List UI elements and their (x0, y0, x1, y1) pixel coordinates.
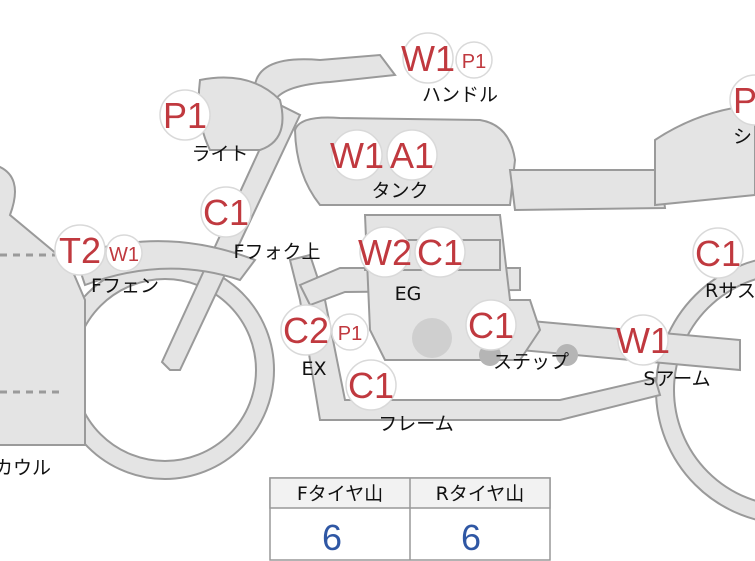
code-badge: P1 (163, 95, 207, 136)
part-label: ライト (191, 143, 248, 165)
part-label: Fフェン (91, 275, 159, 297)
code-badge: C1 (468, 305, 514, 346)
handlebar-shape (253, 53, 397, 102)
code-badge: P1 (462, 51, 486, 73)
code-badge: A1 (390, 135, 434, 176)
part-engine[interactable]: W2 C1 EG (358, 226, 466, 305)
code-badge: C2 (283, 310, 329, 351)
part-handlebar[interactable]: W1 P1 ハンドル (401, 32, 498, 106)
table-header-rear: Rタイヤ山 (436, 483, 525, 505)
table-value-front: 6 (322, 517, 342, 558)
table-value-rear: 6 (461, 517, 481, 558)
tire-tread-table: Fタイヤ山 Rタイヤ山 6 6 (269, 477, 551, 561)
part-label: EG (395, 283, 422, 305)
code-badge: W1 (616, 320, 670, 361)
part-label: タンク (371, 180, 428, 202)
part-label: Fフォク上 (234, 241, 321, 263)
part-light[interactable]: P1 ライト (159, 89, 249, 165)
code-badge: C1 (348, 365, 394, 406)
front-wheel (56, 261, 274, 479)
code-badge: C1 (695, 233, 741, 274)
part-step[interactable]: C1 ステップ (465, 299, 569, 373)
part-label: ハンドル (422, 84, 498, 106)
part-label: フレーム (378, 413, 453, 435)
part-label: EX (301, 358, 326, 380)
table-header-front: Fタイヤ山 (297, 483, 383, 505)
part-rear-suspension[interactable]: C1 Rサス (692, 227, 755, 302)
part-frame[interactable]: C1 フレーム (345, 359, 454, 435)
part-swing-arm[interactable]: W1 Sアーム (616, 314, 711, 390)
code-badge: W1 (109, 244, 139, 266)
code-badge: P (733, 80, 755, 121)
front-fork-shape (160, 103, 302, 371)
code-badge: T2 (59, 230, 101, 271)
seat-shape (508, 169, 667, 212)
code-badge: W2 (358, 232, 412, 273)
part-seat[interactable]: P シ (729, 74, 755, 148)
code-badge: C1 (203, 192, 249, 233)
code-badge: C1 (417, 232, 463, 273)
front-cowl-shape (0, 166, 86, 446)
part-label: シ (733, 126, 752, 148)
part-label: Rサス (705, 280, 755, 302)
part-tank[interactable]: W1 A1 タンク (330, 129, 438, 202)
part-cowl[interactable]: カウル (0, 457, 51, 479)
rear-cowl-shape (654, 103, 755, 207)
part-exhaust[interactable]: C2 P1 EX (280, 304, 369, 380)
code-badge: W1 (401, 38, 455, 79)
part-label: Sアーム (643, 368, 710, 390)
part-label: カウル (0, 457, 51, 479)
part-label: ステップ (493, 351, 569, 373)
part-front-fork-upper[interactable]: C1 Fフォク上 (200, 186, 321, 263)
code-badge: W1 (330, 135, 384, 176)
part-front-fender[interactable]: T2 W1 Fフェン (54, 224, 159, 297)
rear-wheel (656, 260, 755, 520)
code-badge: P1 (338, 323, 362, 345)
